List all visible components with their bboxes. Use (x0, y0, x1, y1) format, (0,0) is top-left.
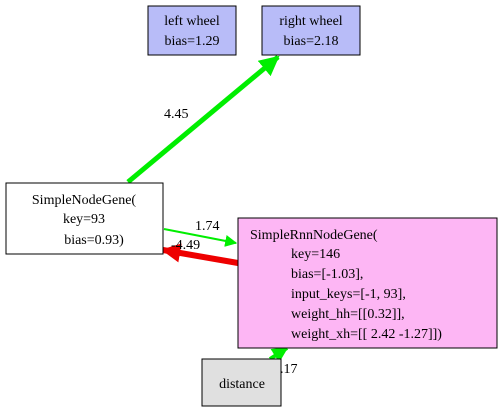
edge-weight-label: 1.74 (195, 219, 220, 234)
edge-line (161, 243, 239, 266)
node-label-line: weight_xh=[[ 2.42 -1.27]]) (291, 327, 442, 342)
node-box (5, 182, 164, 255)
edge-weight-label: -4.49 (171, 238, 200, 253)
edge-rnn-to-simple: -4.49 (161, 238, 239, 266)
node-box (147, 5, 237, 56)
node-label-line: left wheel (164, 14, 220, 29)
node-label-line: bias=1.29 (165, 34, 220, 49)
node-label-line: bias=2.18 (284, 34, 339, 49)
node-label-line: SimpleNodeGene( (32, 193, 137, 208)
node-left-wheel[interactable]: left wheel bias=1.29 (147, 5, 237, 56)
edge-line (126, 55, 280, 184)
edge-simple-to-rnn: 1.74 (163, 219, 238, 247)
node-label-line: bias=0.93) (64, 233, 124, 248)
edge-weight-label: 4.45 (164, 107, 189, 122)
node-label-line: key=146 (291, 247, 340, 262)
node-right-wheel[interactable]: right wheel bias=2.18 (261, 5, 361, 56)
node-simple-node-gene[interactable]: SimpleNodeGene( key=93 bias=0.93) (5, 182, 164, 255)
node-label-line: bias=[-1.03], (291, 267, 363, 282)
node-label-line: SimpleRnnNodeGene( (250, 228, 378, 243)
node-box (237, 217, 498, 349)
node-label-line: input_keys=[-1, 93], (291, 287, 406, 302)
node-box (261, 5, 361, 56)
edge-simple-to-right-wheel: 4.45 (126, 55, 280, 184)
node-label-line: distance (219, 377, 265, 392)
node-distance[interactable]: distance (201, 358, 282, 407)
node-label-line: key=93 (63, 212, 105, 227)
node-label-line: right wheel (279, 14, 342, 29)
edge-line (163, 228, 238, 247)
node-simple-rnn-node-gene[interactable]: SimpleRnnNodeGene( key=146 bias=[-1.03],… (237, 217, 498, 349)
node-label-line: weight_hh=[[0.32]], (291, 307, 405, 322)
node-box (201, 358, 282, 407)
edge-line (268, 346, 289, 363)
